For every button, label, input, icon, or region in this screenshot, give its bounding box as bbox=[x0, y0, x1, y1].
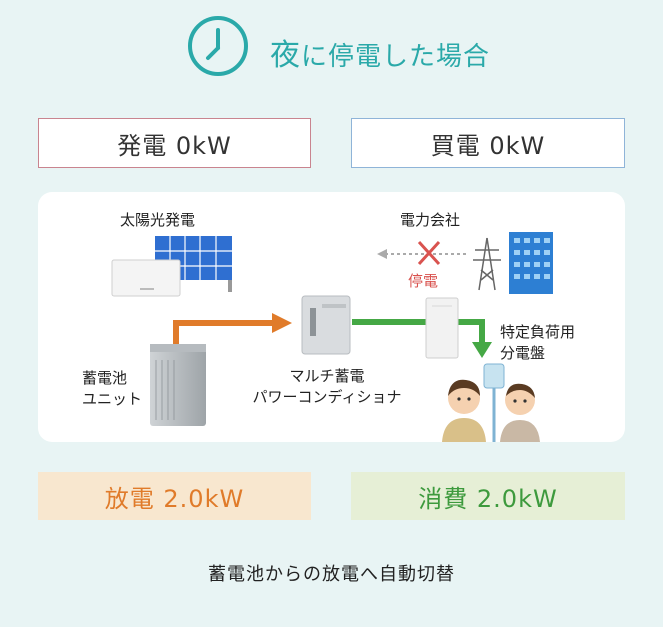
page-title: 夜に停電した場合 bbox=[270, 30, 490, 74]
clock-icon bbox=[188, 16, 248, 76]
battery-label: 蓄電池 ユニット bbox=[82, 368, 142, 410]
generation-box: 発電 0kW bbox=[38, 118, 311, 168]
family-illustration-icon bbox=[442, 363, 540, 442]
panel-label-line1: 特定負荷用 bbox=[500, 323, 576, 341]
title-rest: に停電した場合 bbox=[301, 42, 491, 72]
utility-icon bbox=[377, 232, 553, 294]
pcs-label-line1: マルチ蓄電 bbox=[289, 367, 365, 385]
purchase-box: 買電 0kW bbox=[351, 118, 625, 168]
utility-label: 電力会社 bbox=[400, 211, 461, 229]
outage-label: 停電 bbox=[408, 272, 439, 290]
generation-value: 発電 0kW bbox=[117, 131, 232, 160]
battery-label-line2: ユニット bbox=[82, 390, 143, 408]
solar-label: 太陽光発電 bbox=[120, 211, 196, 229]
panel-label: 特定負荷用 分電盤 bbox=[500, 322, 575, 364]
solar-panel-icon bbox=[111, 236, 232, 297]
consumption-box: 消費 2.0kW bbox=[351, 472, 625, 520]
pcs-label-line2: パワーコンディショナ bbox=[252, 388, 402, 406]
discharge-value: 放電 2.0kW bbox=[104, 484, 245, 513]
panel-label-line2: 分電盤 bbox=[500, 344, 546, 362]
power-conditioner-icon bbox=[301, 295, 351, 355]
battery-unit-icon bbox=[150, 344, 206, 426]
caption: 蓄電池からの放電へ自動切替 bbox=[208, 564, 455, 585]
title-night: 夜 bbox=[270, 38, 301, 73]
pcs-label: マルチ蓄電 パワーコンディショナ bbox=[252, 366, 402, 408]
purchase-value: 買電 0kW bbox=[430, 131, 546, 160]
consumption-value: 消費 2.0kW bbox=[418, 484, 558, 513]
battery-label-line1: 蓄電池 bbox=[82, 369, 128, 387]
consumption-flow-arrow bbox=[352, 319, 492, 358]
distribution-panel-icon bbox=[425, 297, 459, 359]
discharge-box: 放電 2.0kW bbox=[38, 472, 311, 520]
